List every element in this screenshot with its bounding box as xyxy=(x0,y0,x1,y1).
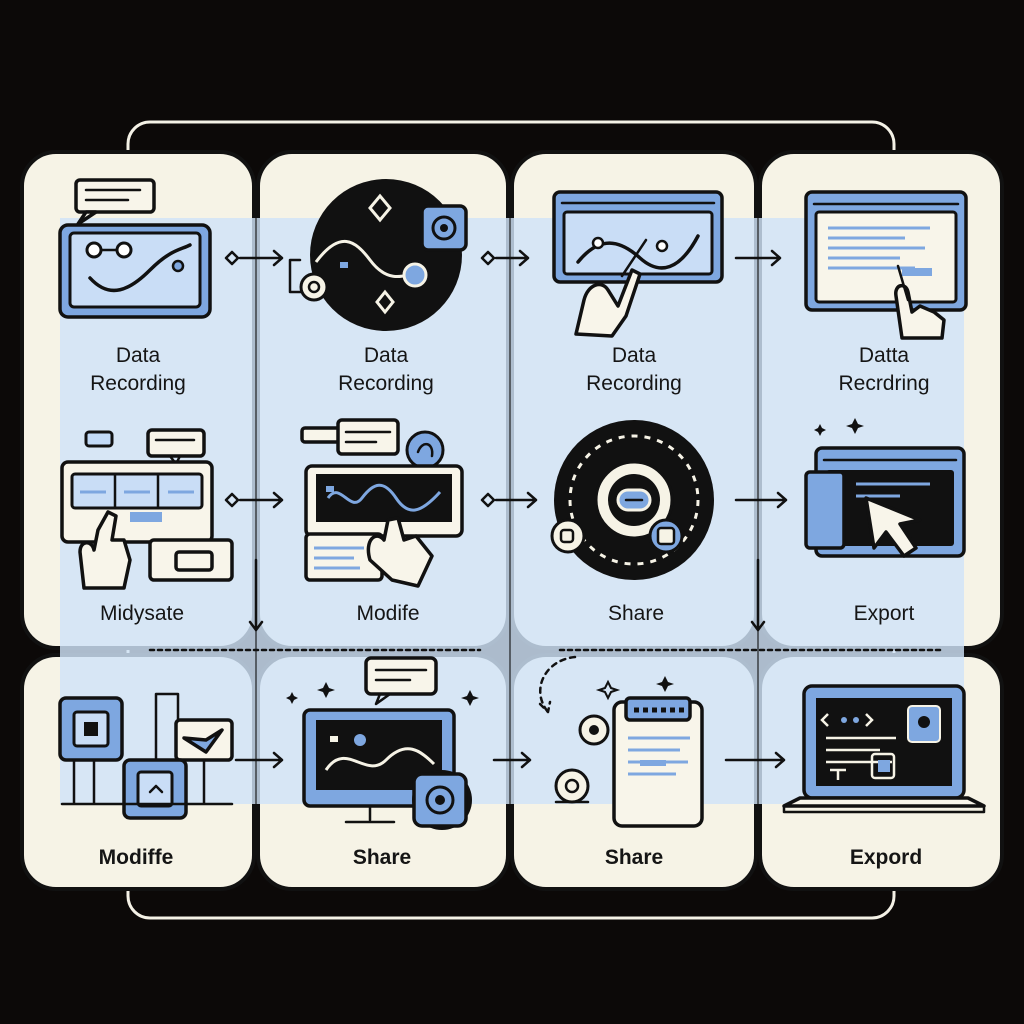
chart-circle-icon xyxy=(288,179,468,331)
label-r2c4: Export xyxy=(854,602,915,625)
cursor-export-window-icon xyxy=(804,418,966,558)
hand-editing-table-icon xyxy=(60,428,234,590)
label-r2c2: Modife xyxy=(356,602,419,625)
line-chart-window-icon xyxy=(58,178,212,319)
label-r1c1-line1: Data xyxy=(116,344,161,367)
label-r1c4-line1: Datta xyxy=(859,344,910,367)
arrow-curve-r3 xyxy=(538,655,577,714)
label-r3c3: Share xyxy=(605,846,663,869)
label-r3c2: Share xyxy=(353,846,411,869)
label-r1c2-line2: Recording xyxy=(338,372,434,395)
label-r1c1-line2: Recording xyxy=(90,372,186,395)
arrow-r2-2 xyxy=(480,491,538,509)
dial-share-icon xyxy=(550,420,714,580)
label-r1c4-line2: Recrdring xyxy=(838,372,929,395)
step-labels: Data Recording Data Recording Data Recor… xyxy=(90,344,929,869)
clipboard-share-icon xyxy=(554,676,704,828)
label-r1c3-line1: Data xyxy=(612,344,657,367)
arrow-r3-2 xyxy=(492,751,532,769)
connected-devices-icon xyxy=(58,692,234,820)
column-dividers xyxy=(255,218,759,804)
monitor-gear-share-icon xyxy=(286,656,479,830)
label-r1c2-line1: Data xyxy=(364,344,409,367)
arrow-r3-1 xyxy=(234,751,284,769)
arrow-down-col4 xyxy=(750,558,766,632)
flow-arrows xyxy=(148,249,942,769)
laptop-export-icon xyxy=(782,684,986,814)
hand-pointing-document-icon xyxy=(804,190,968,340)
arrow-r3-3 xyxy=(724,751,786,769)
label-r2c3: Share xyxy=(608,602,664,625)
label-r3c4: Expord xyxy=(850,846,922,869)
arrow-r1-3 xyxy=(734,249,782,267)
label-r1c3-line2: Recording xyxy=(586,372,682,395)
arrow-r2-3 xyxy=(734,491,788,509)
arrow-r1-1 xyxy=(224,249,284,267)
hand-typing-waveform-icon xyxy=(300,418,464,588)
arrow-r1-2 xyxy=(480,249,530,267)
arrow-r2-1 xyxy=(224,491,284,509)
label-r3c1: Modiffe xyxy=(99,846,174,869)
arrow-down-col1 xyxy=(248,558,264,632)
label-r2c1: Midysate xyxy=(100,602,184,625)
hand-drawing-chart-icon xyxy=(552,190,724,338)
